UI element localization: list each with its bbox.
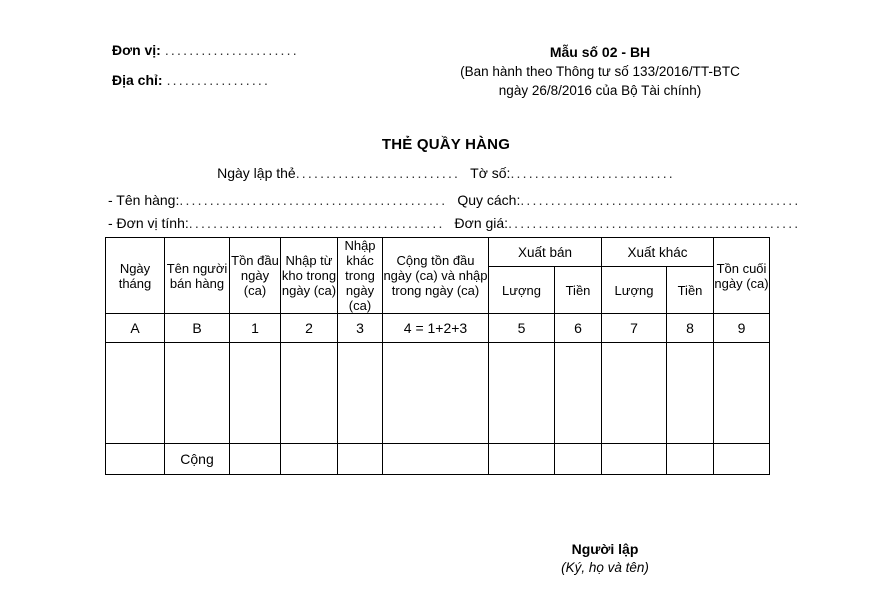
table-body: A B 1 2 3 4 = 1+2+3 5 6 7 8 9	[105, 313, 770, 475]
signer-title: Người lập	[571, 541, 639, 557]
column-reference-row: A B 1 2 3 4 = 1+2+3 5 6 7 8 9	[105, 313, 770, 343]
total-cell-sale-quantity[interactable]	[488, 443, 555, 475]
table-total-row[interactable]: Cộng	[105, 443, 770, 475]
sheet-number-dots: ...........................	[510, 165, 675, 181]
ref-in-from-warehouse: 2	[280, 313, 338, 343]
stock-card-table-wrap: Ngày tháng Tên người bán hàng Tồn đầu ng…	[105, 237, 770, 475]
page-title: THẺ QUẦY HÀNG	[381, 136, 511, 153]
unit-price-dots: ........................................…	[508, 215, 801, 231]
specification-dots: ........................................…	[520, 192, 801, 208]
total-row-label: Cộng	[164, 443, 230, 475]
cell-sale-quantity[interactable]	[488, 342, 555, 444]
ref-total-available: 4 = 1+2+3	[382, 313, 489, 343]
col-header-sale-quantity: Lượng	[488, 266, 555, 314]
total-cell-opening-stock[interactable]	[229, 443, 281, 475]
ref-opening-stock: 1	[229, 313, 281, 343]
sheet-number-label: Tờ số:	[470, 165, 511, 181]
ref-seller: B	[164, 313, 230, 343]
ref-other-amount: 8	[666, 313, 714, 343]
ref-closing-stock: 9	[713, 313, 770, 343]
total-cell-in-other[interactable]	[337, 443, 383, 475]
cell-sale-amount[interactable]	[554, 342, 602, 444]
total-cell-other-quantity[interactable]	[601, 443, 667, 475]
signer-note: (Ký, họ và tên)	[561, 560, 649, 575]
col-header-in-from-warehouse: Nhập từ kho trong ngày (ca)	[280, 237, 338, 314]
unit-line: Đơn vị: ......................	[112, 42, 299, 72]
address-line: Địa chỉ: .................	[112, 72, 299, 102]
stock-card-table: Ngày tháng Tên người bán hàng Tồn đầu ng…	[105, 237, 770, 475]
measure-unit-dots: ........................................…	[188, 215, 445, 231]
table-head-row-group: Ngày tháng Tên người bán hàng Tồn đầu ng…	[105, 237, 770, 314]
form-reference-block: Mẫu số 02 - BH (Ban hành theo Thông tư s…	[420, 42, 780, 100]
ref-other-quantity: 7	[601, 313, 667, 343]
total-cell-date[interactable]	[105, 443, 165, 475]
goods-name-label: - Tên hàng:	[108, 192, 180, 208]
ref-sale-quantity: 5	[488, 313, 555, 343]
cell-seller[interactable]	[164, 342, 230, 444]
col-group-header-sale-out: Xuất bán	[488, 237, 602, 267]
card-date-label: Ngày lập thẻ	[217, 165, 296, 181]
signature-block: Người lập (Ký, họ và tên)	[470, 540, 740, 577]
cell-total-available[interactable]	[382, 342, 489, 444]
address-label: Địa chỉ:	[112, 72, 163, 88]
card-date-sheet-line: Ngày lập thẻ...........................T…	[0, 165, 892, 181]
measure-unit-label: - Đơn vị tính:	[108, 215, 189, 231]
total-cell-other-amount[interactable]	[666, 443, 714, 475]
col-header-total-available: Cộng tồn đầu ngày (ca) và nhập trong ngà…	[382, 237, 489, 314]
col-header-date: Ngày tháng	[105, 237, 165, 314]
unit-price-line: - Đơn vị tính:..........................…	[108, 215, 798, 231]
total-cell-closing-stock[interactable]	[713, 443, 770, 475]
form-issue-line-2: ngày 26/8/2016 của Bộ Tài chính)	[498, 83, 702, 98]
col-header-in-other: Nhập khác trong ngày (ca)	[337, 237, 383, 314]
cell-closing-stock[interactable]	[713, 342, 770, 444]
col-group-header-other-out: Xuất khác	[601, 237, 714, 267]
col-header-other-quantity: Lượng	[601, 266, 667, 314]
cell-other-quantity[interactable]	[601, 342, 667, 444]
total-cell-total-available[interactable]	[382, 443, 489, 475]
ref-date: A	[105, 313, 165, 343]
col-header-seller: Tên người bán hàng	[164, 237, 230, 314]
document-header: Đơn vị: ...................... Địa chỉ: …	[0, 42, 892, 112]
cell-other-amount[interactable]	[666, 342, 714, 444]
organization-block: Đơn vị: ...................... Địa chỉ: …	[112, 42, 299, 102]
col-header-sale-amount: Tiền	[554, 266, 602, 314]
ref-in-other: 3	[337, 313, 383, 343]
form-issue-line-1: (Ban hành theo Thông tư số 133/2016/TT-B…	[460, 64, 740, 79]
col-header-other-amount: Tiền	[666, 266, 714, 314]
col-header-closing-stock: Tồn cuối ngày (ca)	[713, 237, 770, 314]
table-row[interactable]	[105, 342, 770, 444]
total-cell-sale-amount[interactable]	[554, 443, 602, 475]
cell-opening-stock[interactable]	[229, 342, 281, 444]
unit-dots: ......................	[164, 42, 299, 58]
table-head-row-sub: Lượng Tiền Lượng Tiền	[106, 266, 770, 314]
table-head: Ngày tháng Tên người bán hàng Tồn đầu ng…	[105, 237, 770, 314]
card-date-dots: ...........................	[295, 165, 461, 181]
total-cell-in-from-warehouse[interactable]	[280, 443, 338, 475]
goods-name-dots: ........................................…	[179, 192, 448, 208]
unit-label: Đơn vị:	[112, 42, 161, 58]
ref-sale-amount: 6	[554, 313, 602, 343]
goods-spec-line: - Tên hàng:.............................…	[108, 192, 798, 208]
col-header-opening-stock: Tồn đầu ngày (ca)	[229, 237, 281, 314]
unit-price-label: Đơn giá:	[454, 215, 509, 231]
cell-in-from-warehouse[interactable]	[280, 342, 338, 444]
cell-in-other[interactable]	[337, 342, 383, 444]
form-code: Mẫu số 02 - BH	[549, 44, 651, 60]
specification-label: Quy cách:	[457, 192, 521, 208]
cell-date[interactable]	[105, 342, 165, 444]
address-dots: .................	[166, 72, 271, 88]
